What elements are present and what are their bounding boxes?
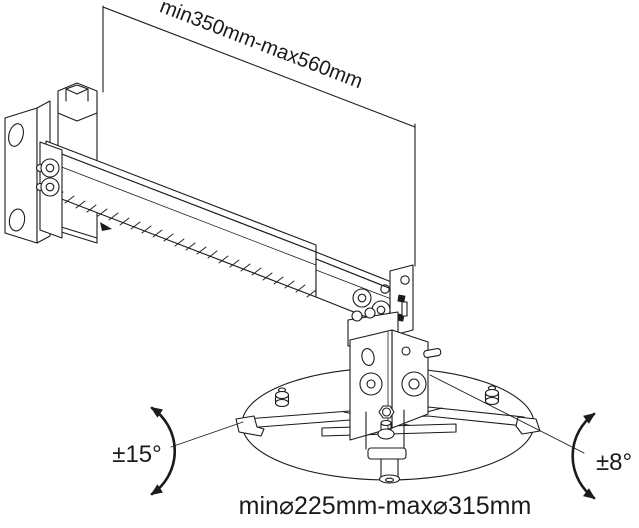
- post-nut: [377, 428, 395, 440]
- left-rotation-annotation: ±15°: [112, 406, 244, 496]
- connector-bolt-left: [351, 310, 363, 322]
- small-latch-detail: [100, 222, 112, 231]
- leader-line-right: [429, 374, 585, 454]
- dimension-line: [102, 6, 416, 128]
- clamp-knob-top: [40, 158, 60, 178]
- post-bolt-cap: [380, 419, 392, 427]
- wall-plate-slot-bottom: [8, 208, 26, 232]
- clamp-knob-bottom: [40, 177, 60, 197]
- head-slot: [361, 348, 375, 366]
- angle-label-left: ±15°: [112, 441, 161, 468]
- mounting-foot-right: [515, 416, 541, 435]
- bracket-hole-bottom: [380, 284, 390, 294]
- arm-knob-left: [352, 288, 372, 308]
- leader-line-left: [170, 421, 244, 448]
- connector-rod: [401, 301, 408, 317]
- dimension-label-top: min350mm-max560mm: [157, 0, 366, 93]
- head-hole-right: [401, 346, 411, 356]
- inner-tube-seam: [315, 269, 395, 301]
- right-rotation-annotation: ±8°: [429, 374, 632, 500]
- tilt-knob-front: [359, 372, 383, 396]
- angle-label-right: ±8°: [596, 449, 632, 476]
- rotation-arrow-left: [150, 406, 176, 496]
- head-pin: [423, 348, 442, 359]
- extension-arm: [35, 140, 414, 337]
- bracket-hole-top: [400, 275, 410, 285]
- post-flange: [367, 447, 407, 460]
- cradle-bolt-left: [274, 387, 290, 408]
- diameter-label: min⌀225mm-max⌀315mm: [239, 492, 532, 520]
- bracket-bolt-top: [397, 294, 406, 303]
- outer-tube-seam: [45, 160, 317, 266]
- c-channel-top: [57, 82, 98, 122]
- tilt-head: [347, 301, 442, 441]
- column-foot-edge: [57, 225, 98, 239]
- connector-bolt-right: [364, 307, 376, 319]
- wall-plate-slot-top: [8, 123, 24, 147]
- center-post-assembly: [365, 409, 407, 484]
- center-post: [380, 458, 399, 478]
- rotation-arrow-right: [571, 412, 596, 500]
- mounting-foot-left: [235, 415, 265, 437]
- cradle-bolt-right: [484, 385, 500, 406]
- head-hex-bolt: [378, 405, 395, 419]
- tilt-knob-right: [401, 371, 427, 397]
